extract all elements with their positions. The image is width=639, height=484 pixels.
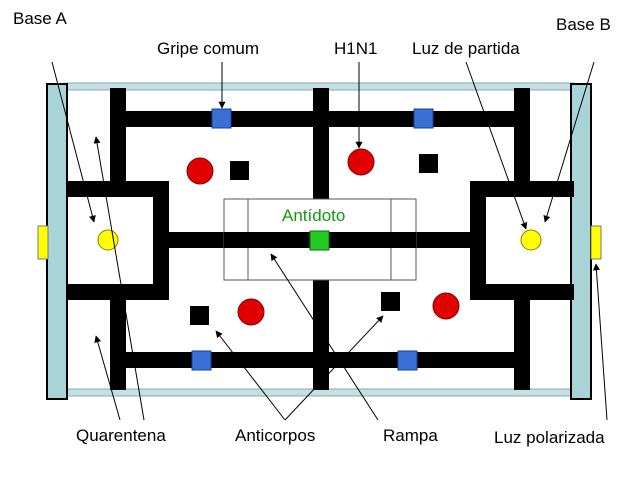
label-base-a: Base A <box>13 9 68 28</box>
antidote-square <box>309 230 330 251</box>
pointer-lines <box>51 61 608 421</box>
virus-squares <box>191 108 434 371</box>
label-luz-polarizada: Luz polarizada <box>494 428 605 447</box>
polarized-light-right <box>590 225 602 260</box>
start-light-right <box>520 229 542 251</box>
base-a-bar <box>46 83 68 400</box>
label-antidoto: Antídoto <box>282 206 345 225</box>
polarized-light-left <box>37 225 49 260</box>
label-h1n1: H1N1 <box>334 39 377 58</box>
label-luz-de-partida: Luz de partida <box>412 39 520 58</box>
virus-circles <box>186 148 460 326</box>
label-anticorpos: Anticorpos <box>235 426 315 445</box>
base-b-bar <box>570 83 592 400</box>
h1n1-square-top <box>413 108 434 129</box>
labels: Base A Base B Gripe comum H1N1 Luz de pa… <box>13 9 611 447</box>
antibody-squares <box>190 154 438 325</box>
label-base-b: Base B <box>556 15 611 34</box>
label-quarentena: Quarentena <box>76 426 166 445</box>
virus-square-bottom-left <box>191 350 212 371</box>
virus-square-bottom-right <box>397 350 418 371</box>
label-gripe-comum: Gripe comum <box>157 39 259 58</box>
bottom-rail <box>65 388 575 397</box>
label-rampa: Rampa <box>383 426 438 445</box>
gripe-square-top <box>211 108 232 129</box>
